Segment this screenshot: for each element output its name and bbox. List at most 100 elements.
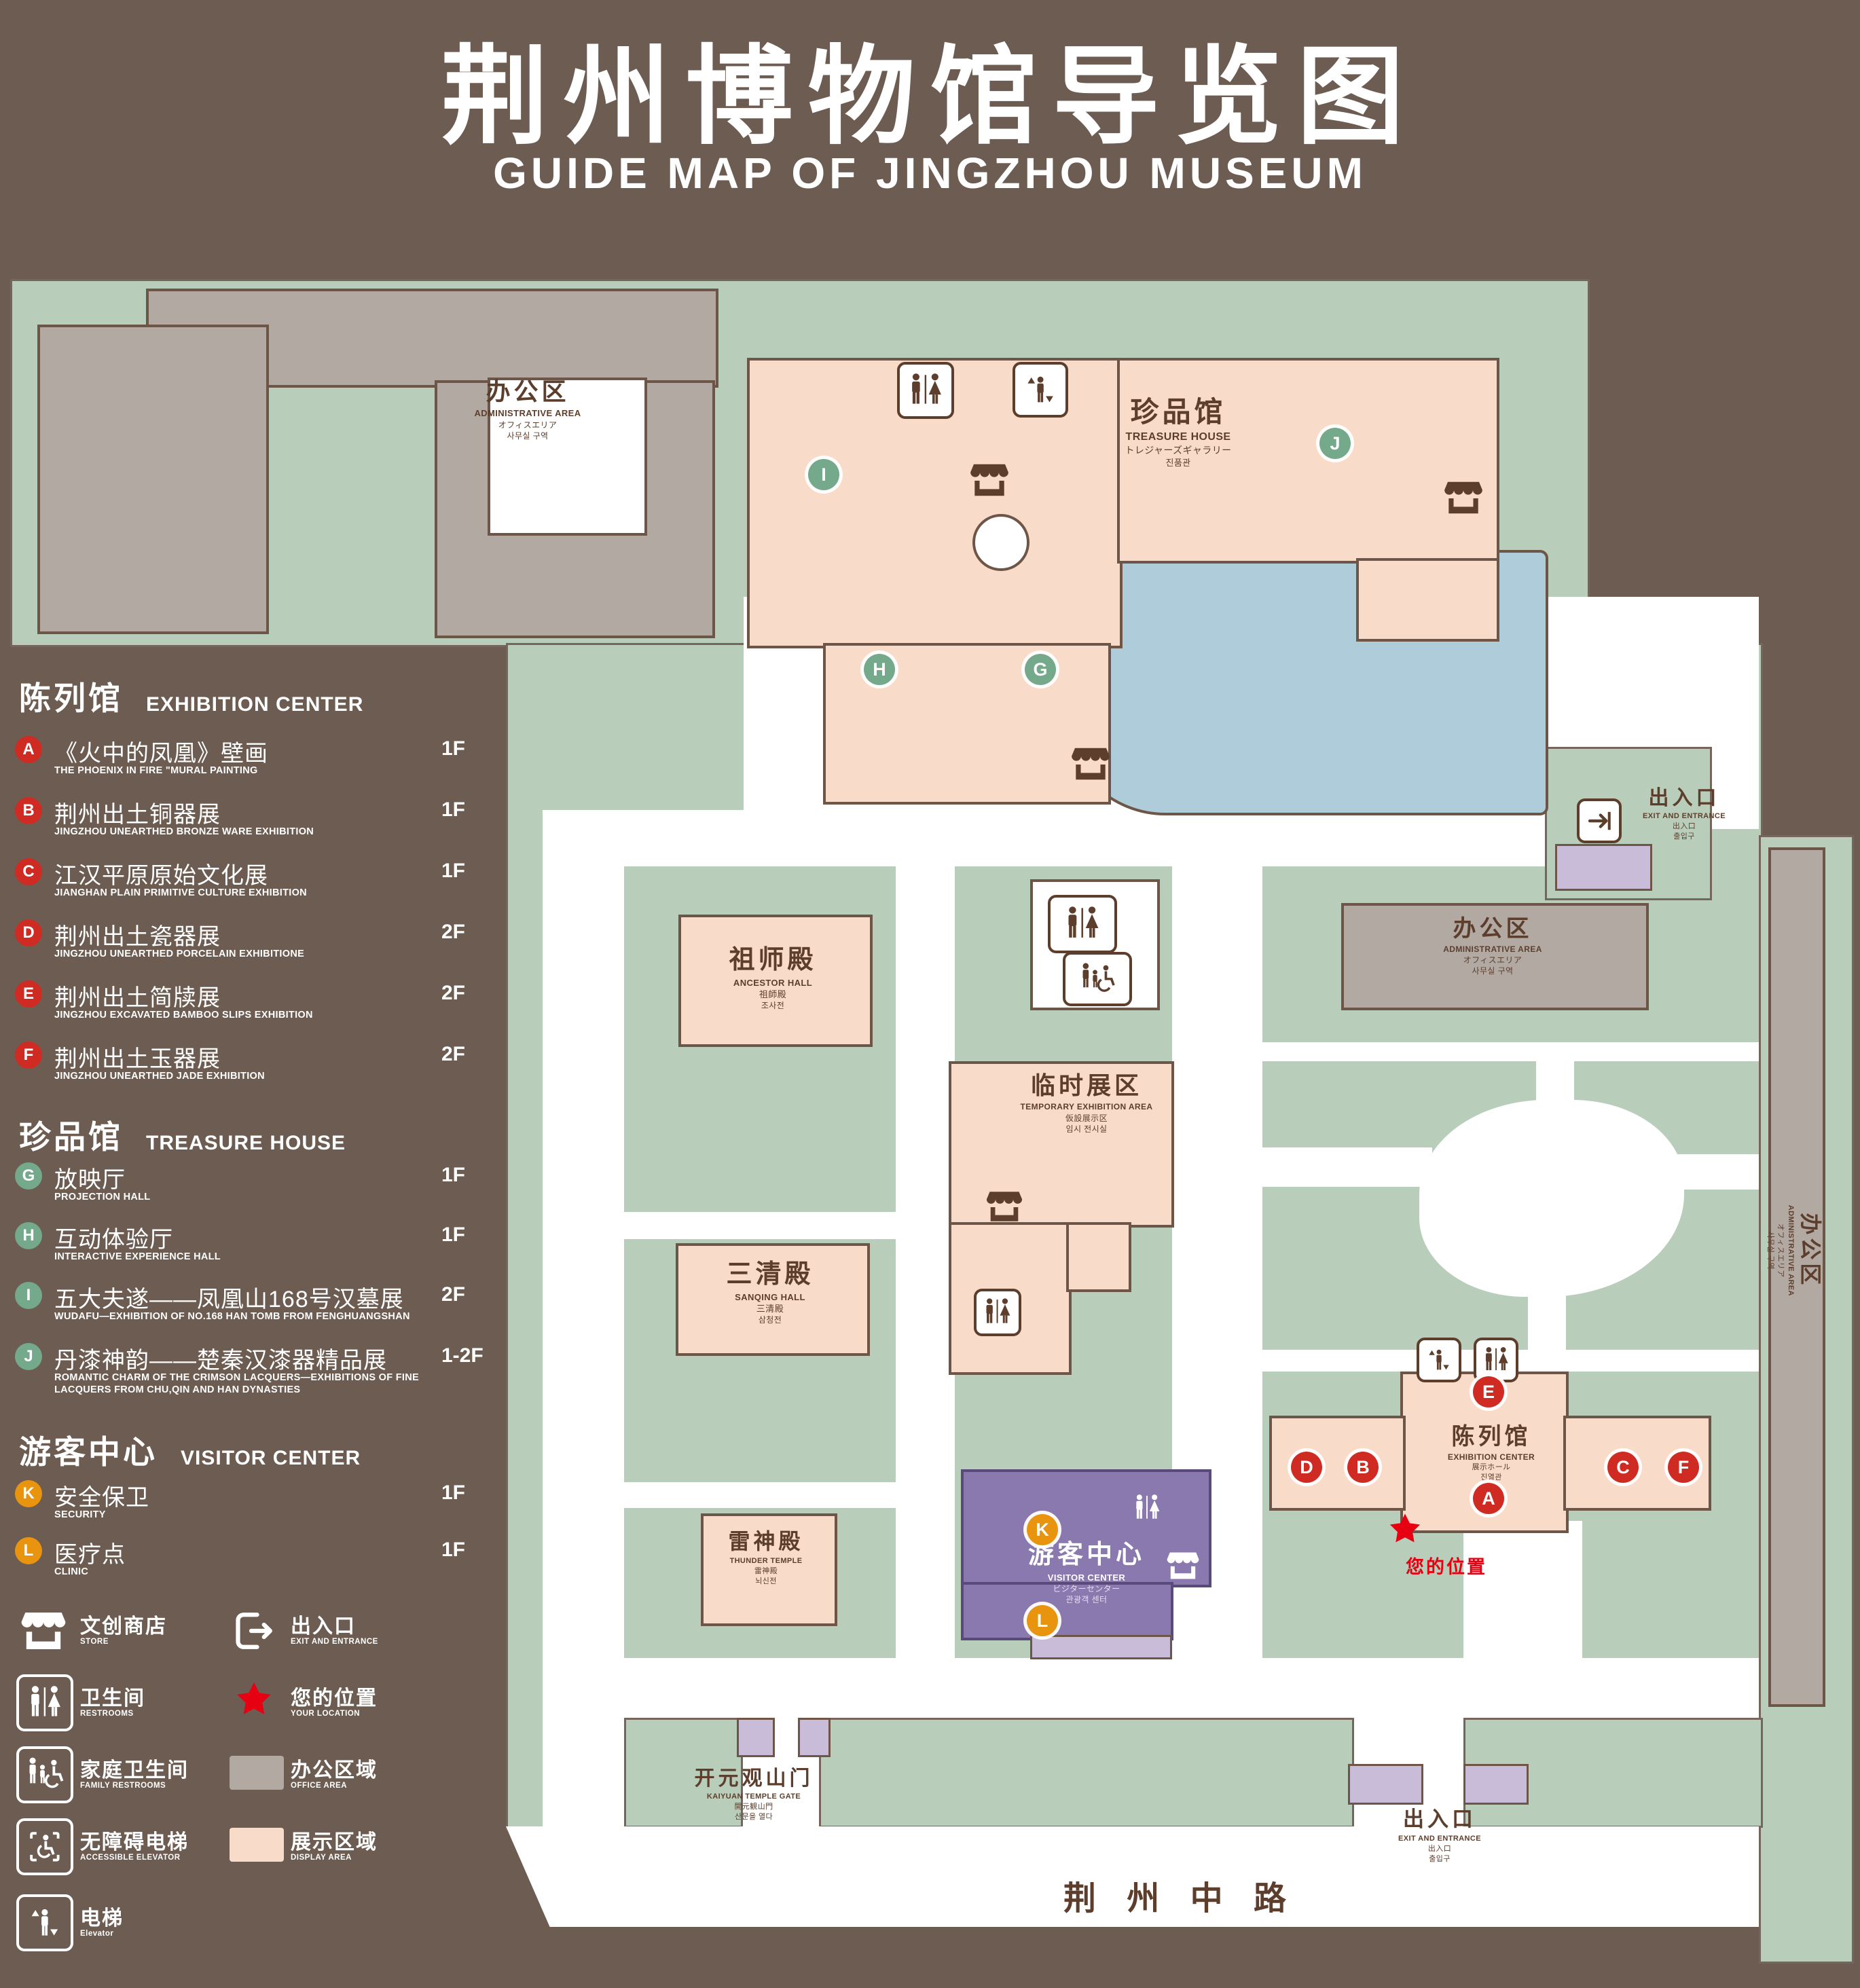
store-icon	[983, 1187, 1026, 1226]
map-marker-C: C	[1607, 1452, 1639, 1483]
legend-marker-K: K	[15, 1480, 42, 1507]
elevator-icon	[1013, 362, 1068, 418]
thunder-temple-label: 雷神殿 THUNDER TEMPLE 雷神殿 뇌신전	[728, 1529, 804, 1585]
kaiyuan-gate-label: 开元观山门 KAIYUAN TEMPLE GATE 開元観山門 산문을 열다	[694, 1767, 814, 1822]
store-icon	[1068, 743, 1113, 785]
east-exit-pad	[1555, 844, 1652, 891]
courtyard-exhibition	[1463, 1521, 1582, 1658]
legend-item-L: L 医疗点 CLINIC 1F	[15, 1536, 490, 1596]
admin-building-east	[1341, 903, 1649, 1010]
sanqing-hall-label: 三清殿 SANQING HALL 三清殿 삼청전	[726, 1260, 814, 1325]
south-exit-pad-1	[1348, 1764, 1423, 1805]
exit-arrow-icon	[1577, 798, 1622, 843]
restroom-icon	[897, 362, 954, 419]
legend-marker-B: B	[15, 797, 42, 824]
map-marker-H: H	[864, 654, 895, 685]
restroom-icon	[974, 1289, 1021, 1336]
ancestor-hall-label: 祖师殿 ANCESTOR HALL 祖師殿 조사전	[729, 946, 817, 1011]
elevator-icon	[1417, 1338, 1461, 1382]
legend-marker-L: L	[15, 1537, 42, 1564]
map-marker-K: K	[1027, 1514, 1058, 1545]
legend-item-K: K 安全保卫 SECURITY 1F	[15, 1479, 490, 1539]
walkway-horizontal	[543, 810, 1558, 866]
treasure-house-east-stub	[1356, 558, 1499, 642]
legend-marker-J: J	[15, 1343, 42, 1370]
family-restroom-icon	[16, 1746, 73, 1803]
family-restroom-icon	[1063, 952, 1132, 1006]
road-jingzhou-middle	[506, 1826, 1759, 1927]
exhibition-center-label: 陈列馆 EXHIBITION CENTER 展示ホール 진열관	[1447, 1424, 1535, 1482]
legend-item-D: D 荆州出土瓷器展 JINGZHOU UNEARTHED PORCELAIN E…	[15, 918, 490, 978]
thunder-temple-building	[701, 1513, 837, 1626]
restroom-icon	[1474, 1338, 1518, 1382]
store-icon	[967, 459, 1012, 501]
store-icon	[1441, 477, 1486, 519]
map-marker-G: G	[1025, 654, 1056, 685]
restroom-icon	[1048, 895, 1117, 953]
page-title: 荆州博物馆导览图	[441, 37, 1419, 157]
admin-area-label-northwest: 办公区 ADMINISTRATIVE AREA オフィスエリア 사무실 구역	[474, 378, 581, 441]
map-marker-E: E	[1473, 1376, 1504, 1407]
legend-item-E: E 荆州出土简牍展 JINGZHOU EXCAVATED BAMBOO SLIP…	[15, 979, 490, 1039]
lawn-south-2	[819, 1718, 1354, 1828]
fountain	[972, 514, 1029, 571]
legend-marker-A: A	[15, 736, 42, 763]
treasure-house-north-bar	[1117, 358, 1499, 564]
visitor-center-label: 游客中心 VISITOR CENTER ビジターセンター 관광객 센터	[1027, 1541, 1145, 1605]
legend-heading-exhibition-center: 陈列馆 EXHIBITION CENTER	[19, 680, 364, 716]
map-marker-J: J	[1319, 428, 1351, 459]
legend-marker-I: I	[15, 1282, 42, 1309]
map-marker-D: D	[1291, 1452, 1322, 1483]
exit-icon	[230, 1608, 278, 1654]
elevator-icon	[16, 1894, 73, 1951]
walkway-west	[543, 810, 624, 1720]
admin-courtyard	[488, 378, 647, 536]
restroom-icon	[1131, 1491, 1163, 1525]
page-subtitle: GUIDE MAP OF JINGZHOU MUSEUM	[493, 149, 1367, 198]
walkway-gap-1	[624, 1212, 898, 1239]
exhibition-center-building-west	[1269, 1416, 1406, 1511]
admin-building-east-strip	[1768, 847, 1825, 1707]
walkway-gap-3	[1262, 1042, 1759, 1061]
your-location-star-icon	[1387, 1511, 1423, 1547]
display-area-swatch	[230, 1828, 284, 1862]
office-area-swatch	[230, 1756, 284, 1790]
legend-heading-visitor-center: 游客中心 VISITOR CENTER	[19, 1434, 361, 1470]
legend-marker-H: H	[15, 1222, 42, 1249]
sanqing-hall-building	[676, 1243, 870, 1356]
map-marker-A: A	[1473, 1483, 1504, 1514]
legend-item-C: C 江汉平原原始文化展 JIANGHAN PLAIN PRIMITIVE CUL…	[15, 857, 490, 917]
garden-path-east	[1672, 1154, 1759, 1190]
garden-path-west	[1262, 1147, 1432, 1187]
walkway-mid	[896, 866, 955, 1720]
east-exit-label: 出入口 EXIT AND ENTRANCE 出入口 출입구	[1643, 787, 1726, 841]
admin-area-label-east: 办公区 ADMINISTRATIVE AREA オフィスエリア 사무실 구역	[1443, 916, 1542, 976]
map-marker-I: I	[808, 459, 839, 490]
restroom-icon	[16, 1674, 73, 1731]
lawn-south-1	[624, 1718, 743, 1828]
legend-item-J: J 丹漆神韵——楚秦汉漆器精品展 ROMANTIC CHARM OF THE C…	[15, 1342, 490, 1401]
map-marker-B: B	[1347, 1452, 1379, 1483]
legend-item-A: A 《火中的凤凰》壁画 THE PHOENIX IN FIRE "MURAL P…	[15, 735, 490, 794]
gate-pad-2	[798, 1718, 831, 1757]
legend-heading-treasure-house: 珍品馆 TREASURE HOUSE	[19, 1119, 346, 1155]
store-icon	[16, 1606, 71, 1655]
accessible-elevator-icon	[16, 1818, 73, 1875]
legend-marker-C: C	[15, 858, 42, 885]
temporary-exhibition-building-stub	[1066, 1222, 1131, 1292]
your-location-star-icon	[234, 1680, 274, 1719]
temporary-exhibition-building-lower	[949, 1222, 1072, 1375]
legend-item-F: F 荆州出土玉器展 JINGZHOU UNEARTHED JADE EXHIBI…	[15, 1040, 490, 1100]
garden-pond-path	[1419, 1100, 1684, 1297]
legend-item-B: B 荆州出土铜器展 JINGZHOU UNEARTHED BRONZE WARE…	[15, 796, 490, 855]
road-label: 荆 州 中 路	[1063, 1881, 1297, 1917]
visitor-center-building	[961, 1469, 1211, 1587]
ancestor-hall-building	[678, 915, 873, 1047]
map-marker-F: F	[1668, 1452, 1699, 1483]
legend-marker-F: F	[15, 1042, 42, 1069]
temporary-exhibition-building	[949, 1061, 1174, 1228]
map-marker-L: L	[1027, 1605, 1058, 1636]
admin-building-northwest-left	[37, 325, 269, 634]
garden-path-south	[1528, 1280, 1566, 1368]
